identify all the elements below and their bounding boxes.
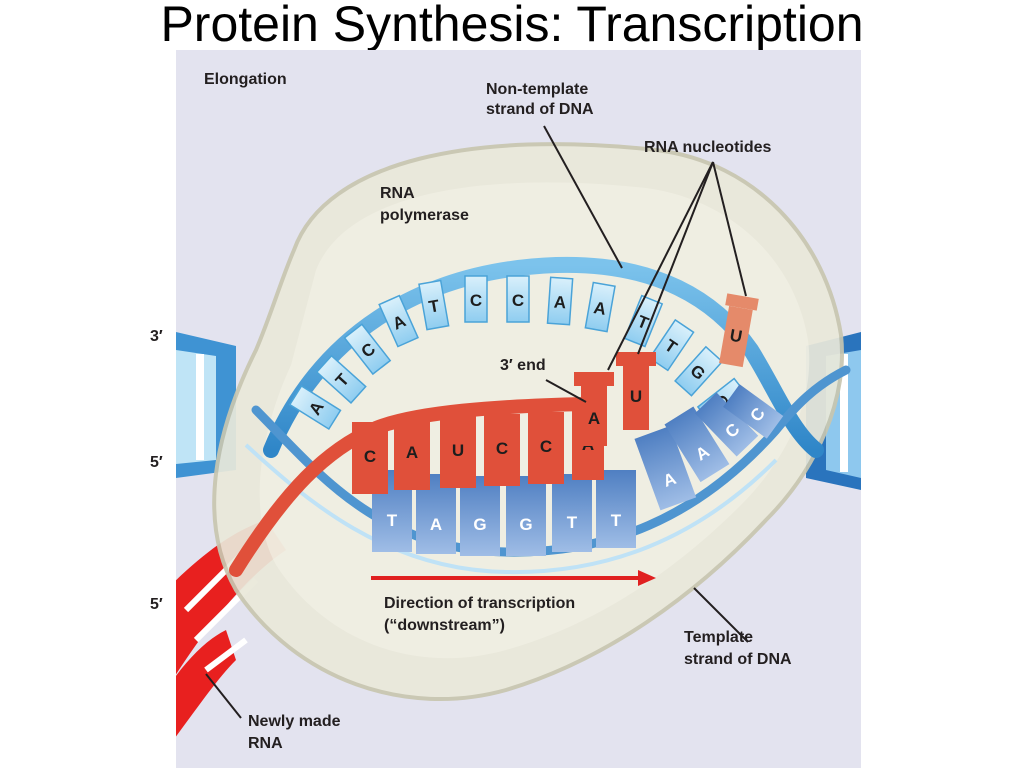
incoming-nucleotide: U bbox=[616, 352, 656, 430]
base-incoming: U bbox=[630, 387, 642, 406]
base-non-template: C bbox=[470, 291, 482, 310]
end-3prime-top: 3′ bbox=[150, 328, 163, 345]
incoming-nucleotide: U bbox=[719, 293, 759, 368]
rna-polymerase-label-1: RNA bbox=[380, 185, 415, 202]
direction-label-2: (“downstream”) bbox=[384, 617, 505, 634]
base-rna: U bbox=[452, 441, 464, 460]
base-template: A bbox=[430, 515, 442, 534]
dna-left-segment bbox=[176, 332, 236, 478]
base-rna: C bbox=[540, 437, 552, 456]
non-template-label-2: strand of DNA bbox=[486, 101, 594, 118]
base-non-template: C bbox=[512, 291, 524, 310]
base-rna: A bbox=[406, 443, 418, 462]
slide-title: Protein Synthesis: Transcription bbox=[160, 0, 864, 52]
end-5prime-bottom: 5′ bbox=[150, 596, 163, 613]
newly-made-rna-label-1: Newly made bbox=[248, 713, 341, 730]
base-template: G bbox=[473, 515, 486, 534]
incoming-nucleotide: A bbox=[574, 372, 614, 446]
base-incoming: A bbox=[588, 409, 600, 428]
non-template-label-1: Non-template bbox=[486, 81, 588, 98]
base-non-template: T bbox=[427, 296, 441, 317]
transcription-figure: A T C A T C C A bbox=[176, 50, 861, 768]
newly-made-rna-label-2: RNA bbox=[248, 735, 283, 752]
base-non-template: A bbox=[592, 298, 607, 319]
base-incoming: U bbox=[728, 326, 743, 347]
base-rna: C bbox=[496, 439, 508, 458]
base-template: T bbox=[387, 511, 398, 530]
incoming-nucleotides: A U U bbox=[574, 293, 759, 446]
three-prime-end-label: 3′ end bbox=[500, 357, 546, 374]
rna-polymerase-label-2: polymerase bbox=[380, 207, 469, 224]
base-template: T bbox=[567, 513, 578, 532]
base-template: T bbox=[611, 511, 622, 530]
template-label-1: Template bbox=[684, 629, 753, 646]
base-rna: C bbox=[364, 447, 376, 466]
template-label-2: strand of DNA bbox=[684, 651, 792, 668]
base-non-template: A bbox=[553, 293, 567, 313]
base-template: G bbox=[519, 515, 532, 534]
end-5prime-middle: 5′ bbox=[150, 454, 163, 471]
leader-lines bbox=[205, 125, 749, 719]
direction-arrow bbox=[371, 570, 656, 586]
rna-nucleotides-label: RNA nucleotides bbox=[644, 139, 772, 156]
base-template: A bbox=[661, 469, 679, 491]
transcription-diagram: A T C A T C C A bbox=[176, 71, 861, 752]
direction-label-1: Direction of transcription bbox=[384, 595, 575, 612]
stage-label: Elongation bbox=[204, 71, 287, 88]
